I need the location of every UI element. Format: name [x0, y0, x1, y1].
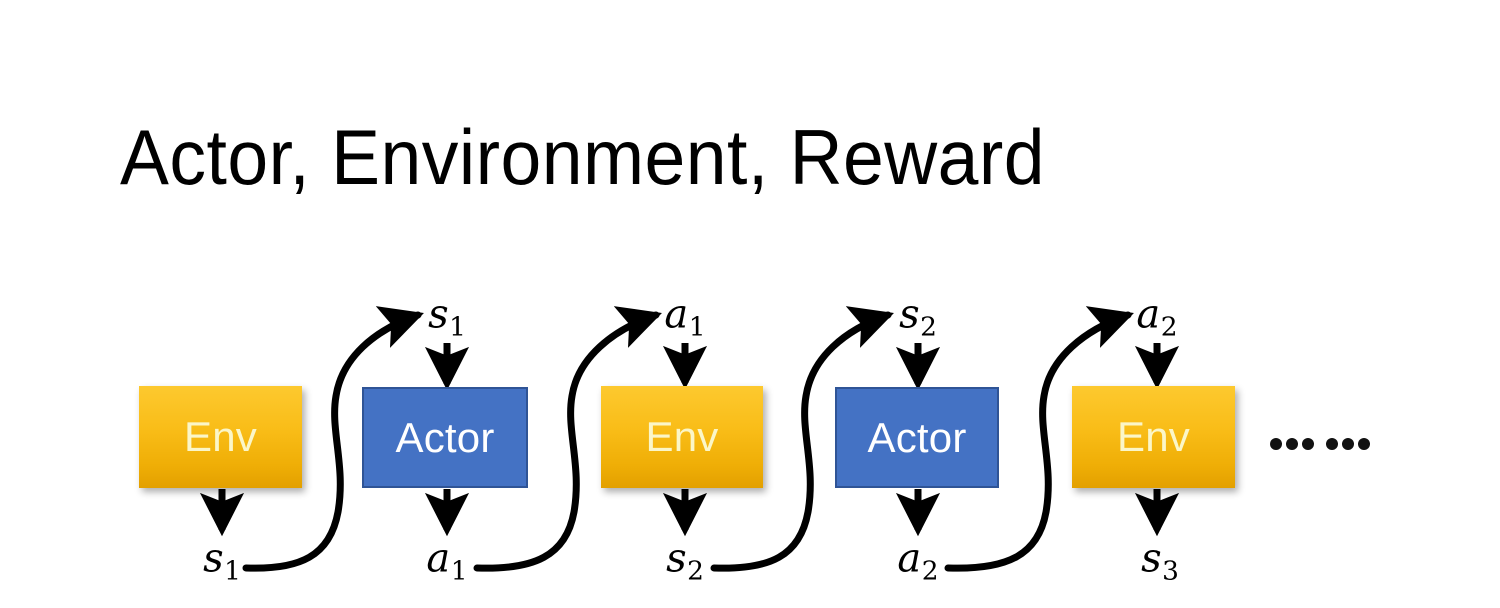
ellipsis-dot [1342, 438, 1354, 450]
arrows-into-nodes [424, 343, 1180, 391]
page-title: Actor, Environment, Reward [120, 113, 1046, 201]
label-top-a1: a1 [664, 295, 705, 342]
ellipsis-dot [1326, 438, 1338, 450]
ellipsis-dot [1286, 438, 1298, 450]
label-sub: 2 [920, 312, 937, 344]
ellipsis-dot [1270, 438, 1282, 450]
label-base: a [1136, 291, 1161, 338]
label-bottom-s3: s3 [1141, 539, 1179, 586]
label-bottom-a1: a1 [426, 539, 467, 586]
label-sub: 1 [224, 556, 241, 588]
node-env-1[interactable]: Env [139, 386, 302, 488]
ellipsis-dot [1358, 438, 1370, 450]
label-bottom-s2: s2 [666, 539, 704, 586]
node-actor-1[interactable]: Actor [362, 387, 528, 488]
label-bottom-s1: s1 [203, 539, 241, 586]
label-base: a [897, 535, 922, 582]
node-env-2[interactable]: Env [601, 386, 763, 488]
label-sub: 2 [687, 556, 704, 588]
label-bottom-a2: a2 [897, 539, 938, 586]
label-top-a2: a2 [1136, 295, 1177, 342]
ellipsis-dot [1302, 438, 1314, 450]
label-base: s [428, 291, 449, 338]
label-top-s2: s2 [899, 295, 937, 342]
label-base: a [664, 291, 689, 338]
label-sub: 1 [450, 556, 468, 588]
label-base: s [203, 535, 224, 582]
label-top-s1: s1 [428, 295, 466, 342]
label-base: a [426, 535, 451, 582]
label-sub: 1 [449, 312, 466, 344]
continuation-ellipsis [1270, 438, 1370, 450]
node-actor-2[interactable]: Actor [835, 387, 999, 488]
label-base: s [666, 535, 687, 582]
label-base: s [899, 291, 920, 338]
label-sub: 1 [688, 312, 706, 344]
arrows-out-of-nodes [199, 489, 1180, 537]
label-sub: 2 [1160, 312, 1178, 344]
label-sub: 3 [1162, 556, 1179, 588]
label-sub: 2 [921, 556, 939, 588]
node-env-3[interactable]: Env [1072, 386, 1235, 488]
label-base: s [1141, 535, 1162, 582]
